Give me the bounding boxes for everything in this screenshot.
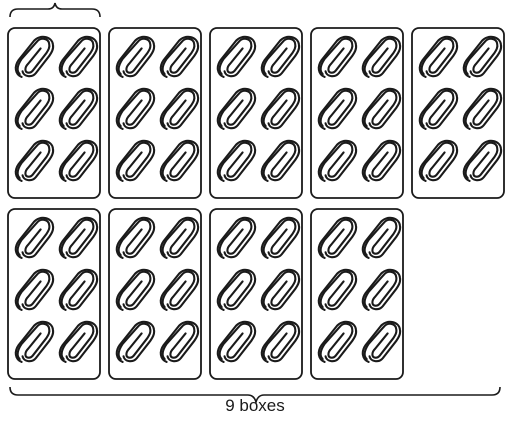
box-outline bbox=[412, 28, 504, 198]
paper-clip-box bbox=[210, 209, 302, 379]
paper-clip-box bbox=[210, 28, 302, 198]
paper-clip-box bbox=[311, 209, 403, 379]
paper-clip-box bbox=[311, 28, 403, 198]
boxes-caption: 9 boxes bbox=[0, 396, 510, 416]
box-outline bbox=[8, 209, 100, 379]
paper-clip-box bbox=[8, 209, 100, 379]
paper-clip-box bbox=[412, 28, 504, 198]
paper-clip-box bbox=[109, 28, 201, 198]
box-outline bbox=[311, 209, 403, 379]
box-outline bbox=[210, 28, 302, 198]
box-outline bbox=[109, 209, 201, 379]
box-outline bbox=[311, 28, 403, 198]
box-outline bbox=[8, 28, 100, 198]
boxes-layer bbox=[8, 28, 504, 379]
box-outline bbox=[109, 28, 201, 198]
paper-clip-box bbox=[8, 28, 100, 198]
box-outline bbox=[210, 209, 302, 379]
top-bracket bbox=[10, 3, 100, 17]
paper-clip-box bbox=[109, 209, 201, 379]
